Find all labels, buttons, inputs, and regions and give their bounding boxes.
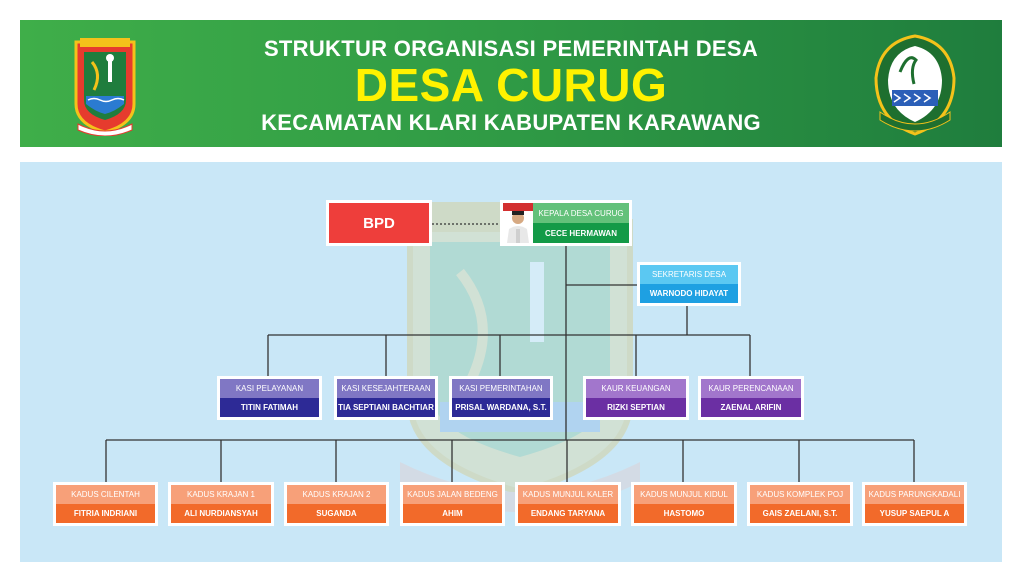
kepala-desa-name: CECE HERMAWAN [533, 223, 629, 243]
kasi-kesejahteraan-box: KASI KESEJAHTERAAN TIA SEPTIANI BACHTIAR [334, 376, 438, 420]
kasi-pelayanan-box: KASI PELAYANAN TITIN FATIMAH [217, 376, 322, 420]
kadus-krajan-2-box: KADUS KRAJAN 2 SUGANDA [284, 482, 389, 526]
kadus-name: HASTOMO [634, 504, 734, 523]
sekretaris-title: SEKRETARIS DESA [640, 265, 738, 284]
kaur-title: KAUR PERENCANAAN [701, 379, 801, 398]
karawang-emblem-icon [74, 38, 136, 136]
sekretaris-desa-box: SEKRETARIS DESA WARNODO HIDAYAT [637, 262, 741, 306]
kadus-title: KADUS KRAJAN 1 [171, 485, 271, 504]
kadus-title: KADUS CILENTAH [56, 485, 155, 504]
jawa-barat-emblem-icon [874, 34, 956, 136]
kadus-name: FITRIA INDRIANI [56, 504, 155, 523]
kadus-name: AHIM [403, 504, 502, 523]
kadus-munjul-kidul-box: KADUS MUNJUL KIDUL HASTOMO [631, 482, 737, 526]
kadus-krajan-1-box: KADUS KRAJAN 1 ALI NURDIANSYAH [168, 482, 274, 526]
kadus-title: KADUS MUNJUL KIDUL [634, 485, 734, 504]
header-banner: STRUKTUR ORGANISASI PEMERINTAH DESA DESA… [20, 20, 1002, 147]
kasi-pemerintahan-box: KASI PEMERINTAHAN PRISAL WARDANA, S.T. [449, 376, 553, 420]
kasi-name: PRISAL WARDANA, S.T. [452, 398, 550, 417]
kasi-title: KASI PELAYANAN [220, 379, 319, 398]
kaur-perencanaan-box: KAUR PERENCANAAN ZAENAL ARIFIN [698, 376, 804, 420]
kadus-jalan-bedeng-box: KADUS JALAN BEDENG AHIM [400, 482, 505, 526]
bpd-label: BPD [363, 214, 395, 232]
kadus-komplek-poj-box: KADUS KOMPLEK POJ GAIS ZAELANI, S.T. [747, 482, 853, 526]
village-name-title: DESA CURUG [354, 59, 668, 111]
kasi-name: TITIN FATIMAH [220, 398, 319, 417]
kadus-name: ALI NURDIANSYAH [171, 504, 271, 523]
kadus-title: KADUS KOMPLEK POJ [750, 485, 850, 504]
kasi-title: KASI PEMERINTAHAN [452, 379, 550, 398]
kadus-parungkadali-box: KADUS PARUNGKADALI YUSUP SAEPUL A [862, 482, 967, 526]
sekretaris-name: WARNODO HIDAYAT [640, 284, 738, 303]
kaur-title: KAUR KEUANGAN [586, 379, 686, 398]
kadus-title: KADUS PARUNGKADALI [865, 485, 964, 504]
kasi-name: TIA SEPTIANI BACHTIAR [337, 398, 435, 417]
header-subtitle: STRUKTUR ORGANISASI PEMERINTAH DESA [263, 36, 759, 61]
kaur-name: RIZKI SEPTIAN [586, 398, 686, 417]
kadus-munjul-kaler-box: KADUS MUNJUL KALER ENDANG TARYANA [515, 482, 621, 526]
kadus-title: KADUS KRAJAN 2 [287, 485, 386, 504]
kadus-name: SUGANDA [287, 504, 386, 523]
kadus-name: YUSUP SAEPUL A [865, 504, 964, 523]
kadus-title: KADUS JALAN BEDENG [403, 485, 502, 504]
kaur-name: ZAENAL ARIFIN [701, 398, 801, 417]
kadus-cilentah-box: KADUS CILENTAH FITRIA INDRIANI [53, 482, 158, 526]
kaur-keuangan-box: KAUR KEUANGAN RIZKI SEPTIAN [583, 376, 689, 420]
kadus-name: GAIS ZAELANI, S.T. [750, 504, 850, 523]
kasi-title: KASI KESEJAHTERAAN [337, 379, 435, 398]
kadus-name: ENDANG TARYANA [518, 504, 618, 523]
bpd-box: BPD [326, 200, 432, 246]
district-title: KECAMATAN KLARI KABUPATEN KARAWANG [261, 110, 761, 135]
kepala-desa-photo-icon [503, 203, 533, 243]
header-titles: STRUKTUR ORGANISASI PEMERINTAH DESA DESA… [20, 20, 1002, 147]
kadus-title: KADUS MUNJUL KALER [518, 485, 618, 504]
kepala-desa-box: KEPALA DESA CURUG CECE HERMAWAN [500, 200, 632, 246]
kepala-desa-title: KEPALA DESA CURUG [533, 203, 629, 223]
